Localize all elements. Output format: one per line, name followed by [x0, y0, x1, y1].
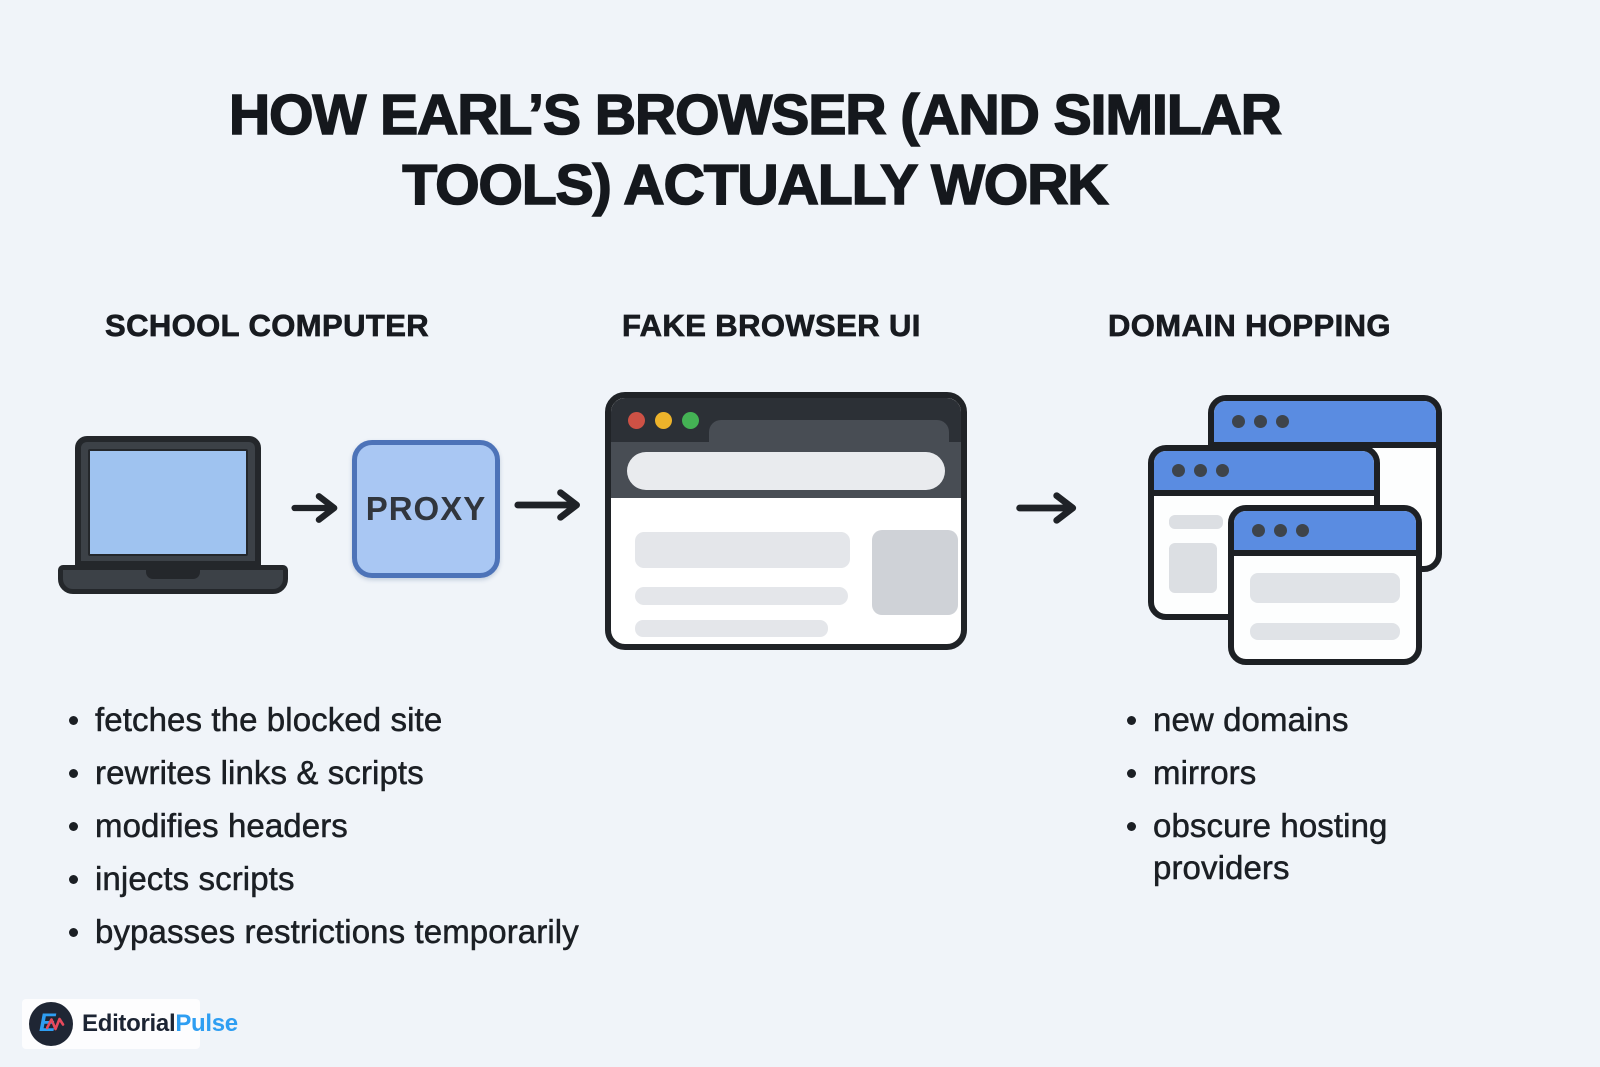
maximize-dot-icon	[682, 412, 699, 429]
section-header-domain-hopping: DOMAIN HOPPING	[1108, 308, 1391, 344]
window-dot-icon	[1172, 464, 1185, 477]
address-bar	[627, 452, 945, 490]
section-header-fake-browser-ui: FAKE BROWSER UI	[622, 308, 921, 344]
content-placeholder-line	[635, 620, 828, 637]
window-header	[1214, 401, 1436, 448]
brand-name: EditorialPulse	[82, 1010, 238, 1038]
list-item: modifies headers	[64, 805, 784, 847]
page-title: HOW EARL’S BROWSER (AND SIMILAR TOOLS) A…	[0, 80, 1510, 220]
laptop-screen	[88, 449, 248, 556]
window-dot-icon	[1194, 464, 1207, 477]
page-title-line1: HOW EARL’S BROWSER (AND SIMILAR	[228, 82, 1283, 148]
browser-toolbar	[611, 442, 961, 498]
window-header	[1154, 451, 1374, 496]
window-dot-icon	[1276, 415, 1289, 428]
proxy-box: PROXY	[352, 440, 500, 578]
proxy-behaviors-list: fetches the blocked site rewrites links …	[64, 699, 784, 964]
laptop-icon	[58, 428, 288, 594]
section-header-school-computer: SCHOOL COMPUTER	[105, 308, 430, 344]
brand-monogram-letter: E	[39, 1009, 56, 1037]
brand-logo: E EditorialPulse	[22, 999, 238, 1049]
list-item: fetches the blocked site	[64, 699, 784, 741]
browser-tab	[709, 420, 949, 444]
arrow-right-icon	[512, 486, 590, 524]
brand-name-primary: Editorial	[82, 1010, 176, 1037]
page-title-line2: TOOLS) ACTUALLY WORK	[402, 152, 1110, 218]
laptop-screen-frame	[75, 436, 261, 567]
minimize-dot-icon	[655, 412, 672, 429]
list-item: injects scripts	[64, 858, 784, 900]
content-placeholder-line	[1169, 515, 1223, 529]
window-dot-icon	[1232, 415, 1245, 428]
list-item: rewrites links & scripts	[64, 752, 784, 794]
pulse-line-icon	[46, 1017, 65, 1031]
window-dot-icon	[1296, 524, 1309, 537]
laptop-notch	[146, 569, 200, 579]
browser-titlebar	[611, 398, 961, 444]
content-placeholder-image	[872, 530, 958, 615]
content-placeholder-block	[1250, 573, 1400, 603]
list-item: obscure hosting providers	[1122, 805, 1452, 889]
window-header	[1234, 511, 1416, 556]
list-item: new domains	[1122, 699, 1452, 741]
stacked-window-front-icon	[1228, 505, 1422, 665]
content-placeholder-block	[635, 532, 850, 568]
window-dot-icon	[1254, 415, 1267, 428]
arrow-right-icon	[291, 489, 345, 527]
list-item: mirrors	[1122, 752, 1452, 794]
domain-hopping-list: new domains mirrors obscure hosting prov…	[1122, 699, 1452, 900]
content-placeholder-block	[1169, 543, 1217, 593]
laptop-base	[58, 565, 288, 594]
browser-window-icon	[605, 392, 967, 650]
proxy-label: PROXY	[365, 490, 487, 527]
close-dot-icon	[628, 412, 645, 429]
brand-monogram-icon: E	[29, 1002, 73, 1046]
arrow-right-icon	[1014, 489, 1086, 527]
list-item: bypasses restrictions temporarily	[64, 911, 784, 953]
window-dot-icon	[1252, 524, 1265, 537]
window-dot-icon	[1216, 464, 1229, 477]
content-placeholder-line	[635, 587, 848, 605]
brand-name-secondary: Pulse	[175, 1010, 238, 1037]
window-dot-icon	[1274, 524, 1287, 537]
content-placeholder-line	[1250, 623, 1400, 640]
